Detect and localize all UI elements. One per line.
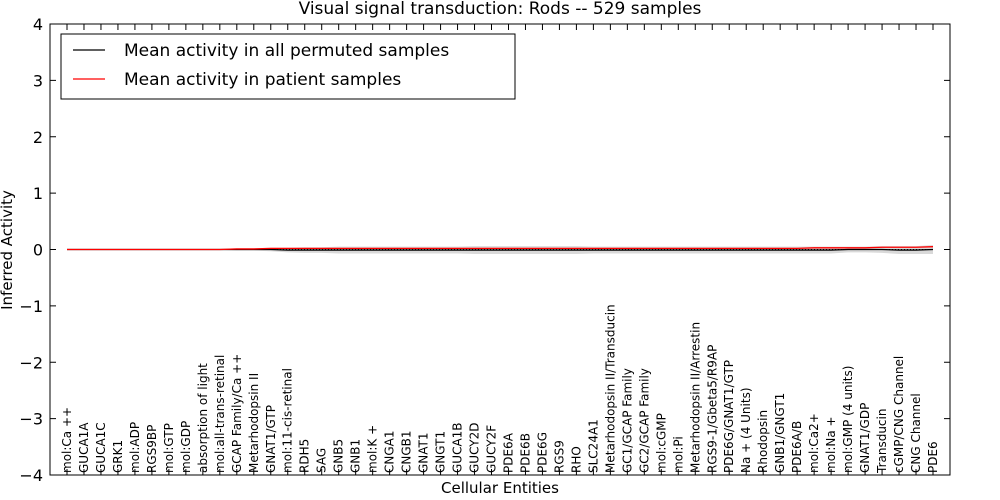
legend-label: Mean activity in all permuted samples — [124, 41, 449, 61]
x-tick-label: mol:Ca ++ — [60, 407, 74, 473]
x-tick-label: GRK1 — [111, 440, 125, 473]
x-tick-label: Transducin — [875, 409, 889, 474]
x-tick-label: GNB1 — [349, 439, 363, 473]
x-tick-label: mol:Na + — [824, 416, 838, 473]
x-tick-label: PDE6A/B — [790, 421, 804, 473]
x-tick-label: RGS9-1/Gbeta5/R9AP — [705, 345, 719, 473]
x-tick-label: GUCA1B — [451, 422, 465, 473]
y-tick-label: 3 — [33, 71, 43, 90]
x-tick-label: GCAP Family/Ca ++ — [230, 354, 244, 473]
x-tick-label: GUCA1C — [94, 422, 108, 473]
y-tick-label: −2 — [19, 353, 43, 372]
legend-box — [60, 33, 516, 100]
y-axis-ticks: −4 −3 −2 −1 0 1 2 3 4 — [19, 15, 950, 485]
x-tick-label: GC2/GCAP Family — [637, 368, 651, 473]
legend-label: Mean activity in patient samples — [124, 70, 401, 90]
x-tick-label: mol:GTP — [162, 423, 176, 473]
x-axis-label: Cellular Entities — [441, 479, 559, 497]
x-tick-label: SAG — [315, 448, 329, 473]
chart-title: Visual signal transduction: Rods -- 529 … — [299, 0, 702, 19]
x-tick-label: RGS9 — [552, 440, 566, 473]
y-tick-label: 2 — [33, 128, 43, 147]
x-tick-label: mol:cGMP — [654, 413, 668, 473]
x-tick-label: PDE6A — [501, 432, 515, 473]
x-tick-label: CNG Channel — [909, 393, 923, 473]
x-tick-label: PDE6G/GNAT1/GTP — [722, 360, 736, 473]
x-tick-label: Na + (4 Units) — [739, 387, 753, 473]
x-tick-label: GC1/GCAP Family — [620, 368, 634, 473]
x-tick-label: mol:all-trans-retinal — [213, 355, 227, 473]
x-tick-label: GUCY2F — [485, 425, 499, 473]
x-tick-label: Metarhodopsin II/Arrestin — [688, 322, 702, 473]
y-tick-label: 1 — [33, 184, 43, 203]
y-tick-label: 0 — [33, 241, 43, 260]
x-tick-label: RDH5 — [298, 439, 312, 473]
y-tick-label: −4 — [19, 466, 43, 485]
x-tick-label: Metarhodopsin II/Transducin — [603, 304, 617, 473]
y-axis-label: Inferred Activity — [0, 190, 16, 310]
x-tick-label: cGMP/CNG Channel — [892, 356, 906, 473]
y-tick-label: 4 — [33, 15, 43, 34]
x-tick-label: mol:GDP — [179, 421, 193, 473]
x-tick-label: PDE6 — [926, 441, 940, 473]
x-tick-label: RGS9BP — [145, 425, 159, 473]
x-tick-label: GUCA1A — [77, 422, 91, 473]
x-tick-label: mol:Pi — [671, 436, 685, 473]
y-tick-label: −3 — [19, 410, 43, 429]
x-tick-label: mol:K + — [366, 425, 380, 473]
x-tick-label: GNB1/GNGT1 — [773, 393, 787, 473]
series-line-1 — [67, 246, 934, 251]
x-tick-label: GUCY2D — [468, 423, 482, 473]
series-lines — [67, 246, 934, 251]
x-tick-label: PDE6B — [518, 433, 532, 473]
y-tick-label: −1 — [19, 297, 43, 316]
x-tick-label: CNGA1 — [383, 431, 397, 474]
x-tick-label: GNB5 — [332, 439, 346, 473]
legend: Mean activity in all permuted samplesMea… — [60, 33, 516, 100]
x-tick-label: Metarhodopsin II — [247, 373, 261, 473]
x-tick-label: Rhodopsin — [756, 410, 770, 473]
x-tick-label: mol:11-cis-retinal — [281, 368, 295, 473]
x-tick-label: mol:GMP (4 units) — [841, 366, 855, 473]
x-tick-label: GNAT1/GDP — [858, 403, 872, 473]
x-tick-label: CNGB1 — [400, 430, 414, 473]
x-tick-label: mol:Ca2+ — [807, 413, 821, 473]
x-tick-label: GNAT1/GTP — [264, 405, 278, 473]
x-tick-label: absorption of light — [196, 363, 210, 473]
x-tick-label: PDE6G — [535, 432, 549, 473]
x-tick-label: GNAT1 — [417, 432, 431, 473]
x-tick-label: SLC24A1 — [586, 419, 600, 473]
x-tick-label: mol:ADP — [128, 422, 142, 473]
x-tick-label: GNGT1 — [434, 431, 448, 473]
x-tick-label: RHO — [569, 446, 583, 473]
